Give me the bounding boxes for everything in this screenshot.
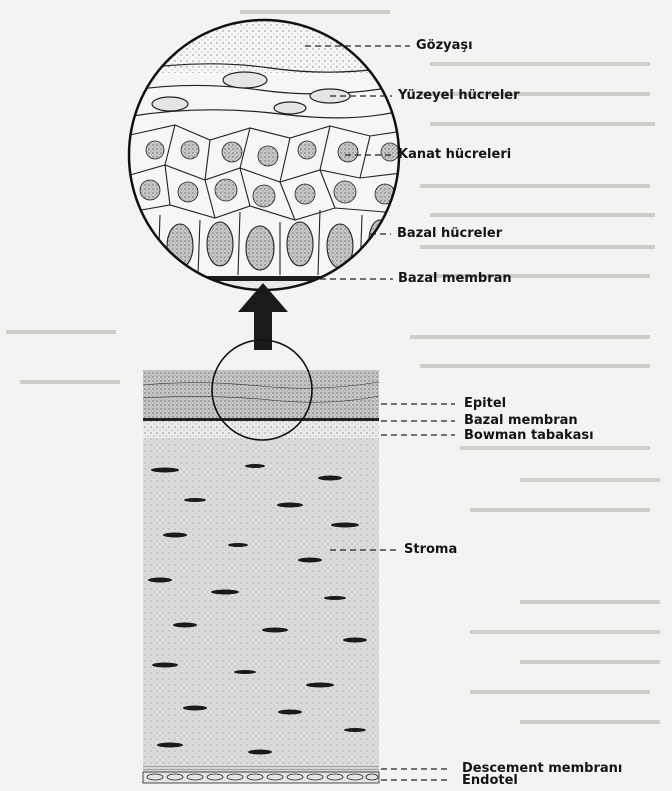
label-epithelium: Epitel bbox=[464, 396, 506, 411]
epithelium-layer bbox=[143, 370, 379, 418]
label-tear-film: Gözyaşı bbox=[416, 38, 473, 53]
label-basal-cells: Bazal hücreler bbox=[397, 226, 502, 241]
magnified-epithelium-circle bbox=[120, 15, 410, 311]
label-superficial-cells: Yüzeyel hücreler bbox=[398, 88, 520, 103]
cornea-cross-section bbox=[143, 340, 379, 783]
endothelium-layer bbox=[143, 772, 379, 783]
label-stroma: Stroma bbox=[404, 542, 457, 557]
basement-membrane-line bbox=[120, 276, 410, 281]
label-basement-membrane: Bazal membran bbox=[464, 413, 578, 428]
descemet-membrane-layer bbox=[143, 766, 379, 772]
label-bowman-layer: Bowman tabakası bbox=[464, 428, 594, 443]
label-endothelium: Endotel bbox=[462, 773, 518, 788]
label-wing-cells: Kanat hücreleri bbox=[398, 147, 511, 162]
label-basement-membrane-zoom: Bazal membran bbox=[398, 271, 512, 286]
